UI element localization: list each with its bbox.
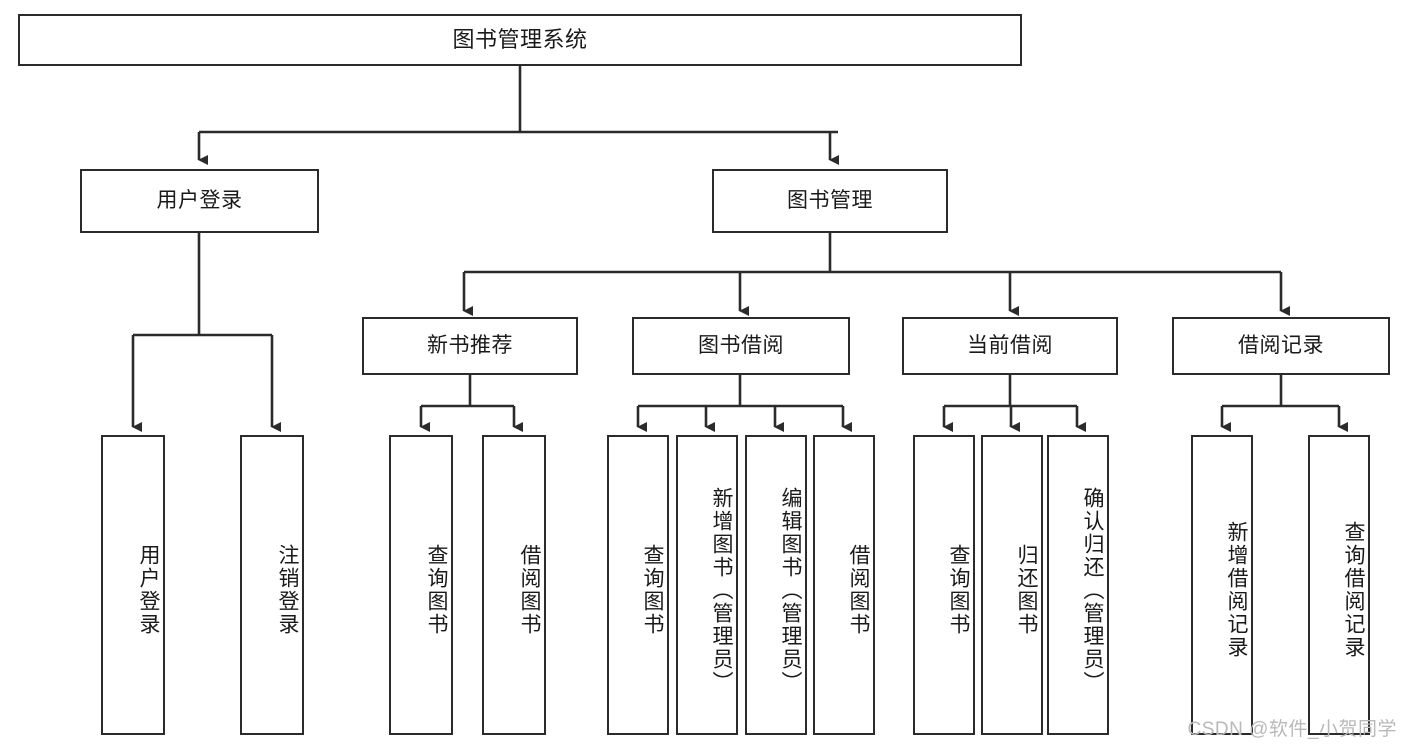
leaf-current-borrow-query[interactable]: 查询图书 [913, 435, 975, 735]
leaf-label: 归还图书 [1015, 544, 1038, 636]
node-user-login-label: 用户登录 [156, 189, 243, 213]
leaf-label: 注销登录 [276, 544, 299, 636]
leaf-label: 查询图书 [947, 544, 970, 636]
leaf-book-borrow-borrow[interactable]: 借阅图书 [813, 435, 875, 735]
node-book-borrow[interactable]: 图书借阅 [632, 317, 850, 375]
leaf-label: 用户登录 [137, 544, 160, 636]
node-root[interactable]: 图书管理系统 [18, 14, 1022, 66]
leaf-current-borrow-confirm-return[interactable]: 确认归还（管理员） [1047, 435, 1109, 735]
node-book-borrow-label: 图书借阅 [698, 334, 784, 358]
leaf-label: 查询借阅记录 [1342, 521, 1365, 659]
node-current-borrow-label: 当前借阅 [967, 334, 1053, 358]
leaf-borrow-record-add[interactable]: 新增借阅记录 [1191, 435, 1253, 735]
watermark: CSDN @软件_小贺同学 [1187, 719, 1397, 740]
leaf-book-borrow-edit[interactable]: 编辑图书（管理员） [745, 435, 807, 735]
leaf-label: 新增借阅记录 [1225, 521, 1248, 659]
node-book-management-label: 图书管理 [787, 189, 873, 213]
node-borrow-record[interactable]: 借阅记录 [1172, 317, 1390, 375]
leaf-borrow-record-query[interactable]: 查询借阅记录 [1308, 435, 1370, 735]
node-current-borrow[interactable]: 当前借阅 [902, 317, 1118, 375]
leaf-label: 新增图书（管理员） [710, 486, 733, 694]
leaf-book-borrow-add[interactable]: 新增图书（管理员） [676, 435, 738, 735]
leaf-label: 借阅图书 [847, 544, 870, 636]
node-book-management[interactable]: 图书管理 [712, 169, 948, 233]
node-root-label: 图书管理系统 [452, 26, 588, 52]
node-new-book-recommend[interactable]: 新书推荐 [362, 317, 578, 375]
leaf-label: 查询图书 [641, 544, 664, 636]
leaf-label: 编辑图书（管理员） [779, 486, 802, 694]
leaf-new-book-query[interactable]: 查询图书 [389, 435, 453, 735]
leaf-label: 确认归还（管理员） [1081, 486, 1104, 694]
leaf-user-login-logout[interactable]: 注销登录 [240, 435, 304, 735]
leaf-user-login-login[interactable]: 用户登录 [101, 435, 165, 735]
leaf-book-borrow-query[interactable]: 查询图书 [607, 435, 669, 735]
leaf-label: 借阅图书 [518, 544, 541, 636]
leaf-new-book-borrow[interactable]: 借阅图书 [482, 435, 546, 735]
leaf-label: 查询图书 [425, 544, 448, 636]
node-borrow-record-label: 借阅记录 [1238, 334, 1324, 358]
node-user-login[interactable]: 用户登录 [80, 169, 319, 233]
leaf-current-borrow-return[interactable]: 归还图书 [981, 435, 1043, 735]
node-new-book-recommend-label: 新书推荐 [427, 334, 513, 358]
